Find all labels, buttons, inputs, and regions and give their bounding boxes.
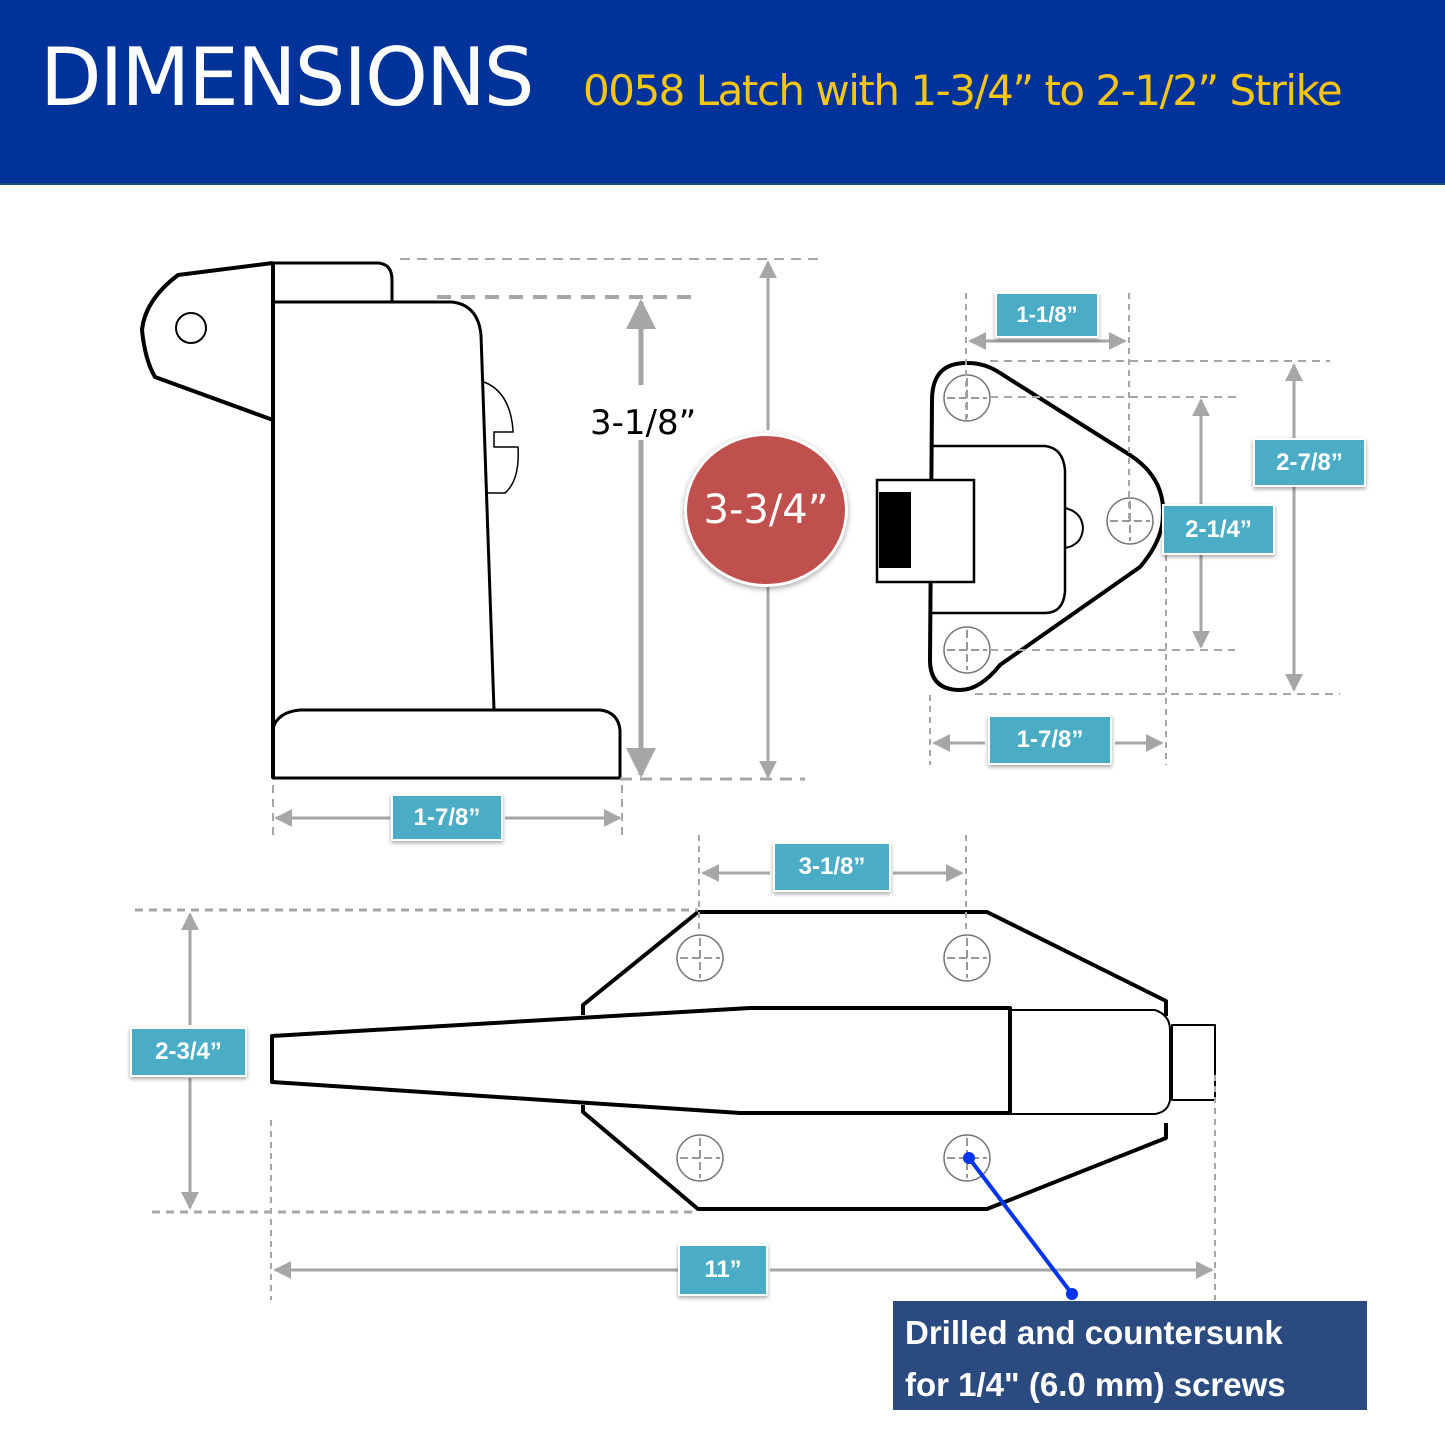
page-title: DIMENSIONS bbox=[40, 31, 535, 124]
page-subtitle: 0058 Latch with 1-3/4” to 2-1/2” Strike bbox=[583, 66, 1343, 115]
callout-pointer bbox=[963, 1152, 1078, 1300]
side-view-drawing bbox=[140, 261, 622, 780]
top-view-drawing bbox=[270, 910, 1216, 1211]
top-overall-length-badge: 11” bbox=[678, 1244, 768, 1296]
strike-view-drawing bbox=[875, 360, 1166, 693]
strike-screw-holes bbox=[943, 374, 1154, 674]
screw-callout-note: Drilled and countersunk for 1/4" (6.0 mm… bbox=[893, 1301, 1367, 1410]
top-view-screw-holes bbox=[676, 934, 991, 1182]
strike-overall-width-badge: 1-7/8” bbox=[988, 715, 1112, 765]
strike-hole-spacing-v-badge: 2-1/4” bbox=[1162, 504, 1275, 555]
callout-line-2: for 1/4" (6.0 mm) screws bbox=[905, 1366, 1286, 1403]
side-view-dimensions bbox=[272, 258, 820, 835]
side-overall-height-badge: 3-3/4” bbox=[684, 433, 848, 587]
strike-dimensions bbox=[929, 293, 1340, 765]
side-base-width-badge: 1-7/8” bbox=[391, 794, 503, 841]
strike-hole-spacing-h-badge: 1-1/8” bbox=[995, 292, 1099, 338]
top-overall-height-badge: 2-3/4” bbox=[130, 1027, 247, 1077]
side-body-height-label: 3-1/8” bbox=[590, 403, 697, 443]
callout-line-1: Drilled and countersunk bbox=[905, 1314, 1283, 1351]
top-view-dimensions bbox=[135, 835, 1216, 1300]
top-hole-spacing-badge: 3-1/8” bbox=[773, 842, 891, 892]
strike-overall-height-badge: 2-7/8” bbox=[1253, 438, 1366, 487]
header-banner: DIMENSIONS 0058 Latch with 1-3/4” to 2-1… bbox=[0, 0, 1445, 185]
